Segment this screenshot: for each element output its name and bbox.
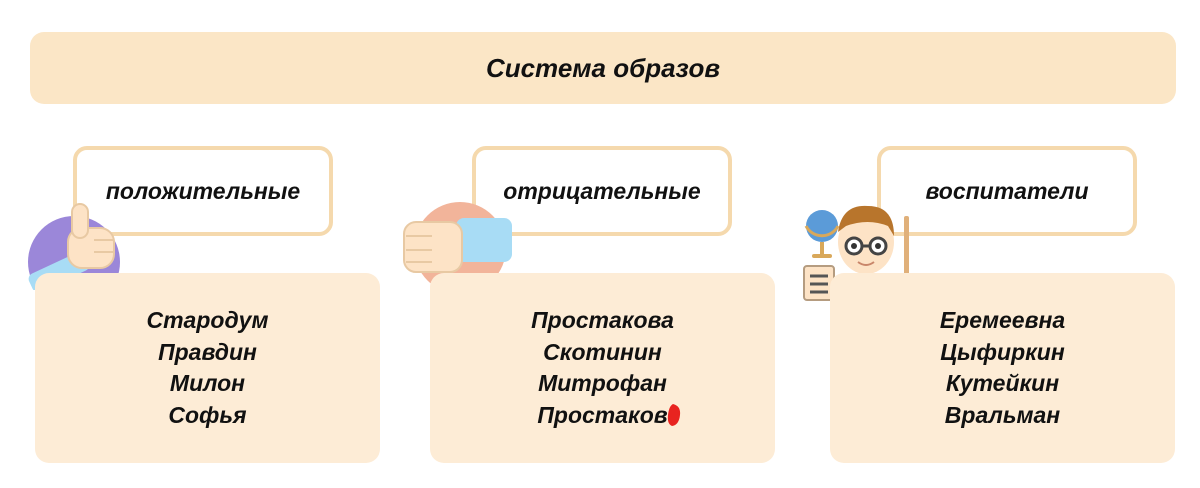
category-label-positive: положительные xyxy=(73,146,333,236)
list-item: Простакова xyxy=(531,307,674,333)
teacher-icon xyxy=(803,205,909,301)
list-item: Правдин xyxy=(158,338,257,365)
list-item: Скотинин xyxy=(543,338,662,365)
list-item: Простаков xyxy=(537,401,668,428)
list-item: Стародум xyxy=(146,307,269,333)
character-list-positive: Стародум Правдин Милон Софья xyxy=(35,273,380,463)
character-list-negative: Простакова Скотинин Митрофан Простаков xyxy=(430,273,775,463)
red-pen-mark-icon xyxy=(667,404,681,426)
diagram-title: Система образов xyxy=(485,52,721,83)
list-item: Милон xyxy=(169,370,246,396)
category-label-educators: воспитатели xyxy=(877,146,1137,236)
list-item: Еремеевна xyxy=(939,307,1066,333)
list-item: Цыфиркин xyxy=(940,338,1065,365)
character-list-educators: Еремеевна Цыфиркин Кутейкин Вральман xyxy=(830,273,1175,463)
title-bar: Система образов xyxy=(30,32,1176,104)
list-item: Митрофан xyxy=(538,370,667,396)
category-label-negative: отрицательные xyxy=(472,146,732,236)
list-item: Софья xyxy=(168,401,247,428)
thumbs-down-icon xyxy=(403,202,512,286)
list-item: Вральман xyxy=(944,401,1061,428)
list-item: Кутейкин xyxy=(945,370,1060,396)
